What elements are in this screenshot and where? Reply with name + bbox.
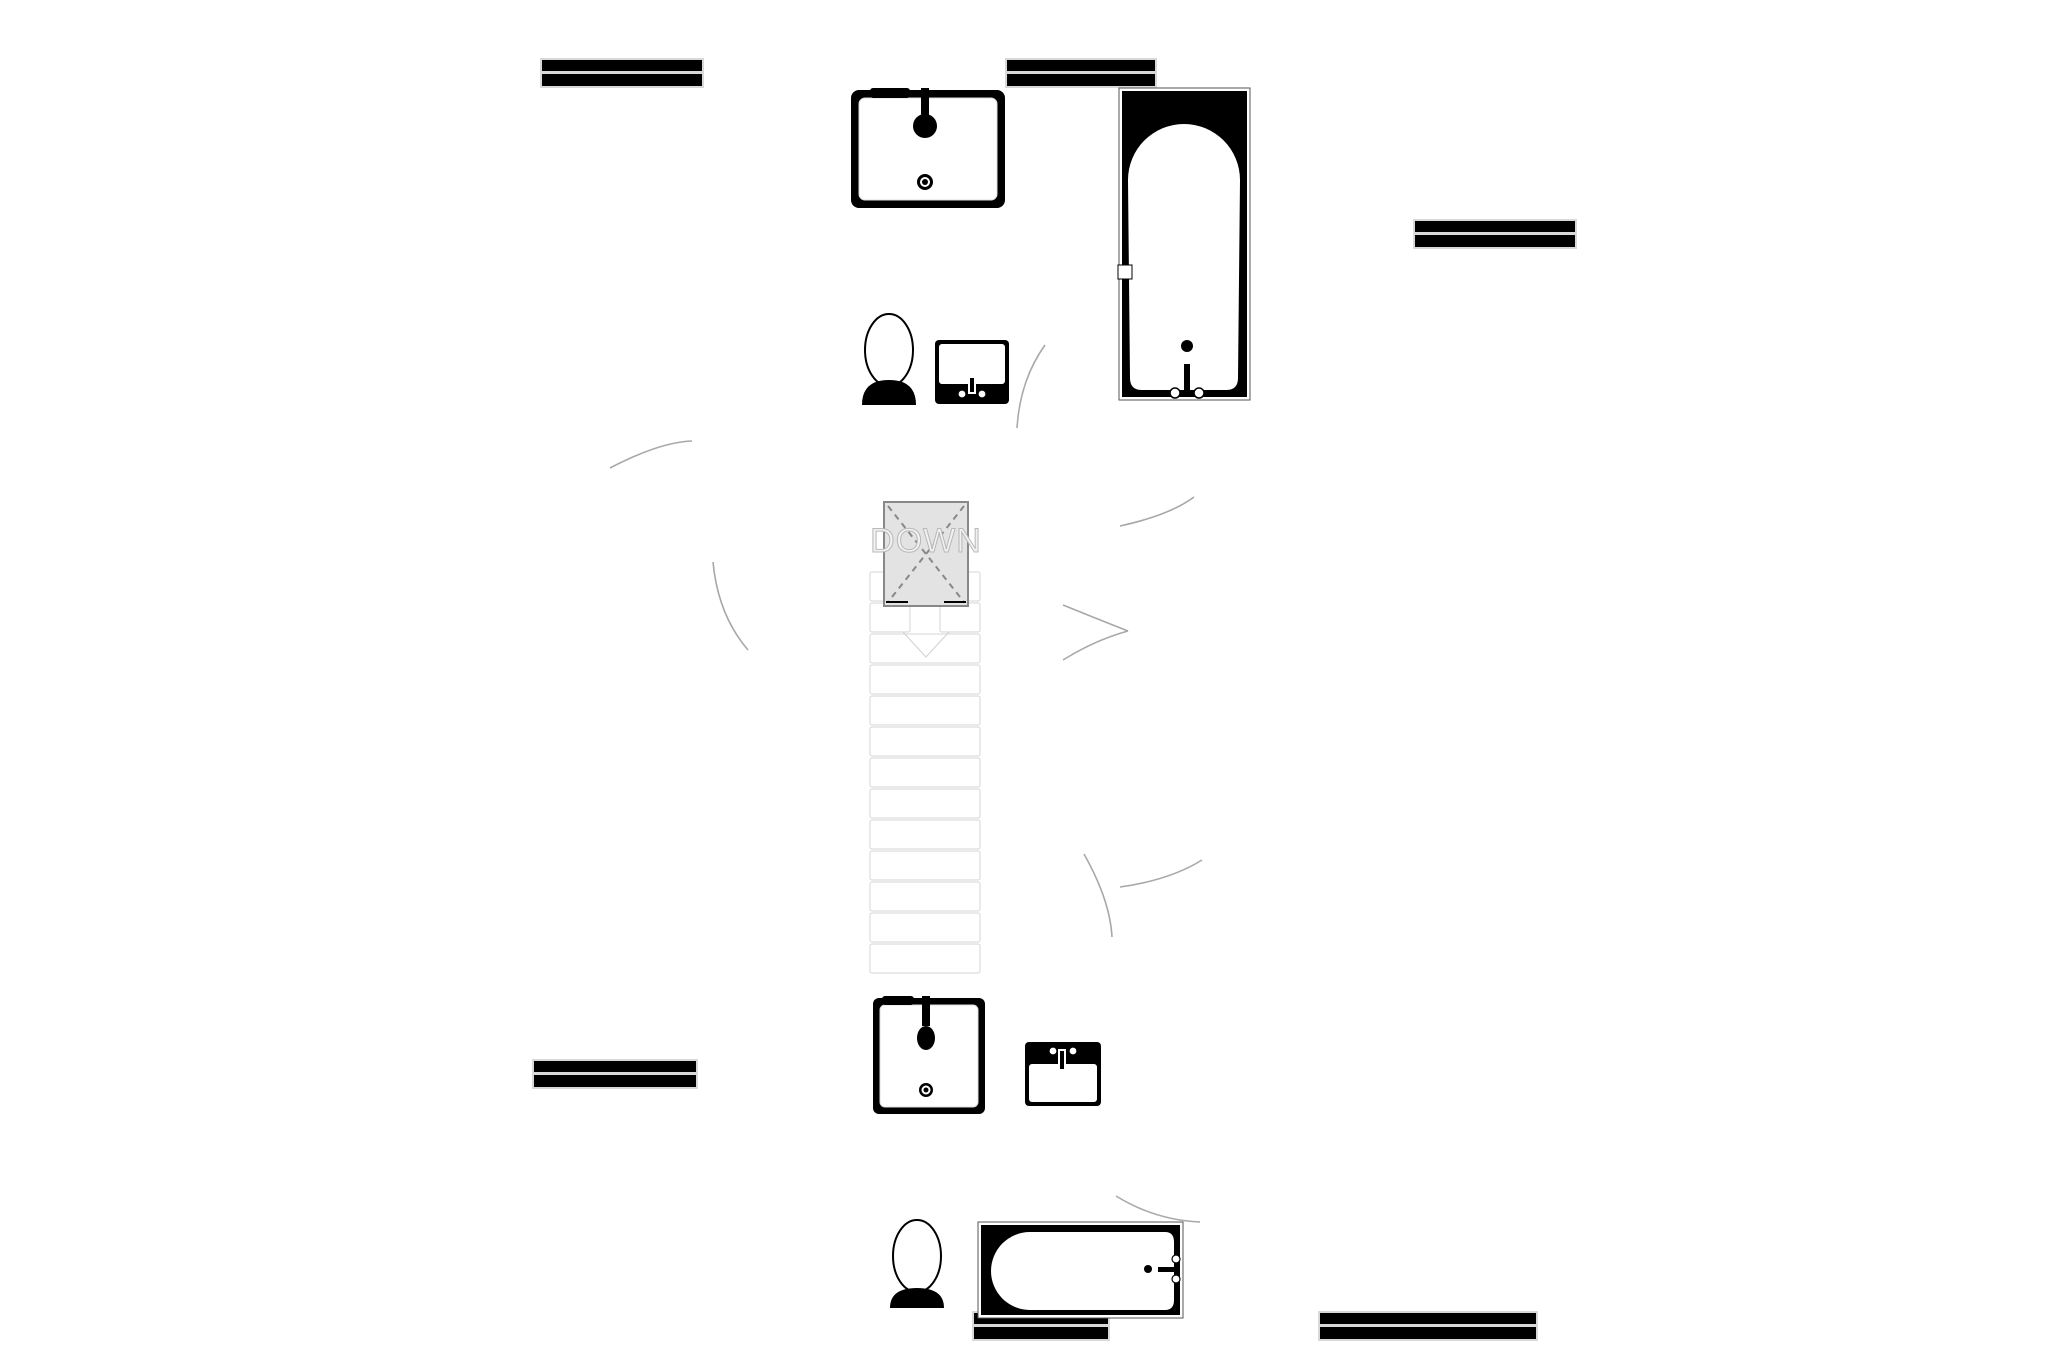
bathtub-top [1117, 87, 1251, 401]
basin-top [935, 340, 1009, 404]
window-segment [1318, 1311, 1538, 1341]
shower-tray-top [851, 88, 1005, 208]
stair-treads [869, 571, 981, 974]
basin-bottom [1025, 1042, 1101, 1106]
stair-tread [869, 819, 981, 850]
stair-tread [869, 602, 911, 633]
stair-tread [869, 912, 981, 943]
stair-tread [869, 850, 981, 881]
window-segments [532, 58, 1577, 1341]
door-swing-arc [1119, 859, 1203, 888]
toilet-top [862, 313, 916, 405]
shower-tray-bottom [873, 996, 985, 1114]
door-swing-arc [1119, 496, 1195, 527]
door-swing-arc [1062, 604, 1129, 632]
door-swing-arc [1062, 630, 1129, 661]
stair-tread [939, 602, 981, 633]
window-segment [1413, 219, 1577, 249]
stair-tread [869, 788, 981, 819]
stair-tread [869, 664, 981, 695]
door-swing-arc [712, 561, 749, 651]
stair-tread [869, 695, 981, 726]
stair-tread [869, 757, 981, 788]
stair-tread [869, 633, 981, 664]
window-segment [540, 58, 704, 88]
stair-tread [869, 726, 981, 757]
stair-direction-label: DOWN [870, 522, 982, 560]
window-segment [1005, 58, 1157, 88]
stair-tread [869, 943, 981, 974]
door-swing-arc [1016, 344, 1046, 429]
door-swings [609, 344, 1203, 1223]
bathtub-bottom [977, 1221, 1184, 1319]
staircase: DOWN [869, 501, 982, 974]
door-swing-arc [609, 440, 693, 469]
door-swing-arc [1115, 1195, 1201, 1223]
toilet-bottom [890, 1219, 944, 1308]
stair-tread [869, 881, 981, 912]
stair-arrow-icon [902, 631, 950, 658]
stair-landing: DOWN [870, 501, 982, 607]
window-segment [532, 1059, 698, 1089]
door-swing-arc [1083, 853, 1113, 938]
